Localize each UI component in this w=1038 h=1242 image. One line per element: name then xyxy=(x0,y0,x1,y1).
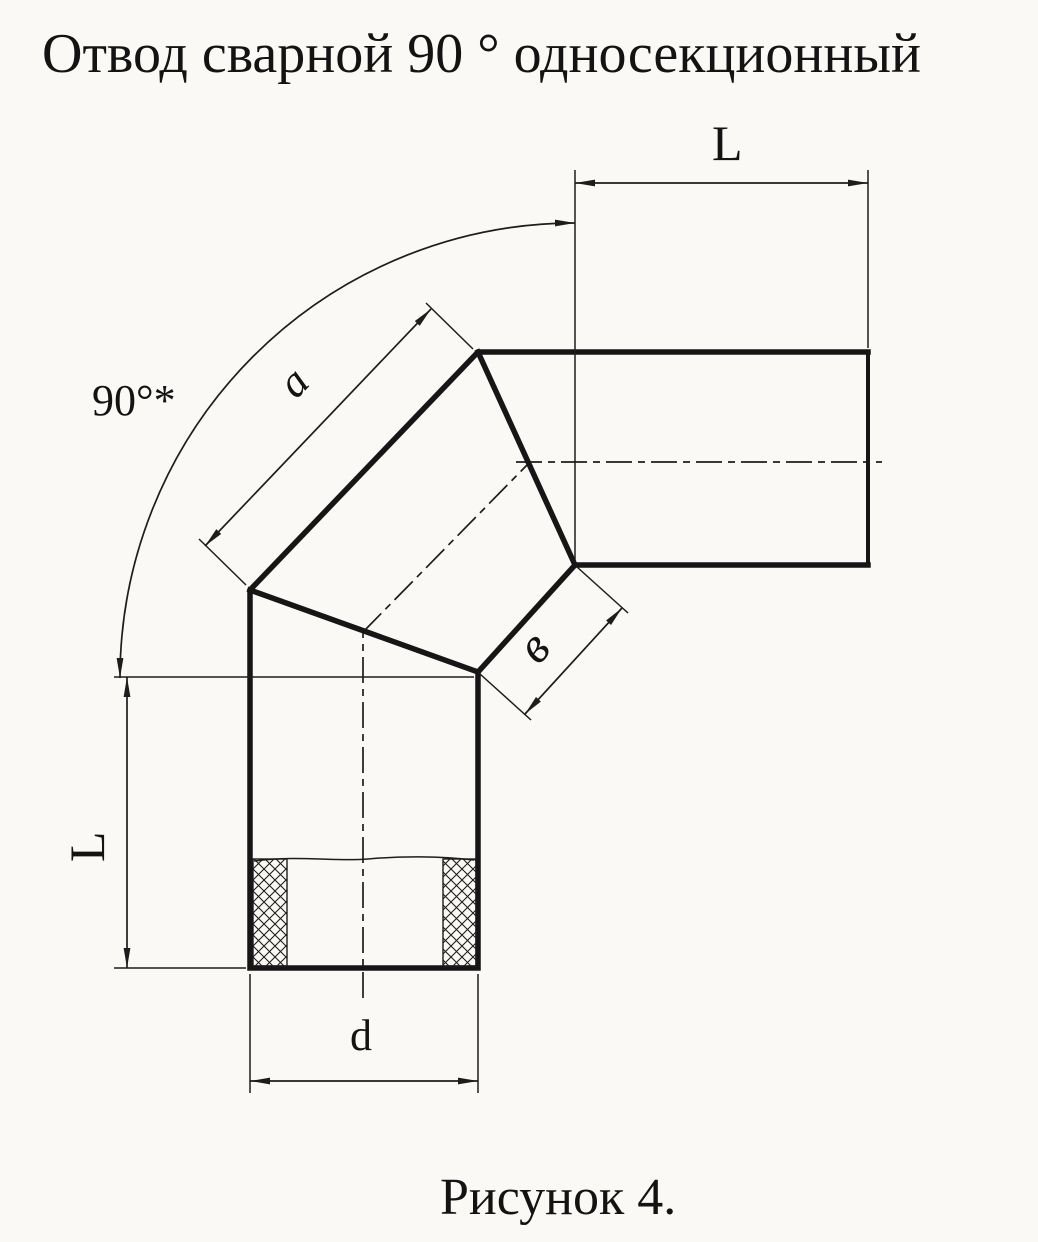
dim-L-left-label: L xyxy=(59,831,115,862)
dim-outer-edge: a xyxy=(198,302,474,586)
dim-L-top-label: L xyxy=(712,115,743,171)
drawing-title: Отвод сварной 90 ° односекционный xyxy=(42,23,921,85)
dimension-line xyxy=(204,308,432,547)
diagonal-centerline xyxy=(362,463,529,633)
centerlines xyxy=(362,461,882,998)
dimension-line xyxy=(524,607,623,715)
dim-a-label: a xyxy=(268,357,319,407)
figure-caption: Рисунок 4. xyxy=(440,1169,676,1226)
extension-line xyxy=(198,538,247,586)
dim-length-left: L xyxy=(59,676,474,969)
angle-label: 90°* xyxy=(92,376,176,425)
angle-arc xyxy=(116,219,576,679)
extension-line xyxy=(425,302,474,350)
dim-diameter: d xyxy=(249,974,479,1093)
dim-angle: 90°* xyxy=(92,219,576,679)
weld-seam-upper xyxy=(474,348,579,569)
dim-v-label: в xyxy=(505,619,561,673)
weld-seam-lower xyxy=(246,586,482,676)
dim-length-top: L xyxy=(574,115,869,562)
elbow-outline xyxy=(246,348,871,971)
socket-section xyxy=(252,856,477,967)
elbow-body xyxy=(247,349,871,971)
extension-line xyxy=(576,566,629,614)
hatch-wall-right xyxy=(442,858,477,967)
dim-d-label: d xyxy=(350,1011,372,1060)
socket-top-line xyxy=(253,856,475,862)
extension-line xyxy=(479,673,532,721)
hatch-wall-left xyxy=(252,858,288,967)
